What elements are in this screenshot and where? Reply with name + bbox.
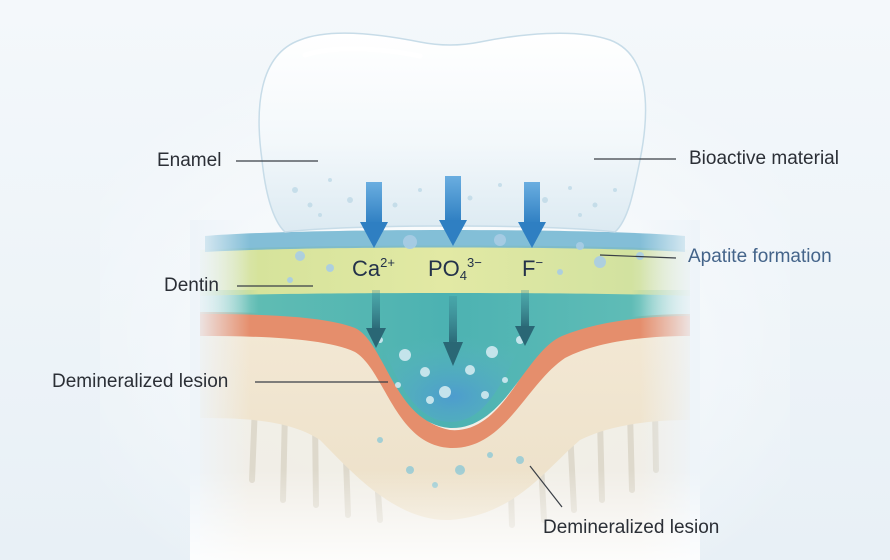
label-enamel: Enamel xyxy=(157,151,221,170)
label-dentin: Dentin xyxy=(164,276,219,295)
label-apatite-formation: Apatite formation xyxy=(688,247,832,266)
ion-label-fluoride: F− xyxy=(522,256,543,280)
label-demineralized-lesion-bottom: Demineralized lesion xyxy=(543,518,719,537)
label-demineralized-lesion-left: Demineralized lesion xyxy=(52,372,228,391)
ion-label-phosphate: PO43− xyxy=(428,256,482,282)
ion-label-calcium: Ca2+ xyxy=(352,256,395,280)
label-bioactive-material: Bioactive material xyxy=(689,149,839,168)
bottom-fade xyxy=(190,470,700,560)
